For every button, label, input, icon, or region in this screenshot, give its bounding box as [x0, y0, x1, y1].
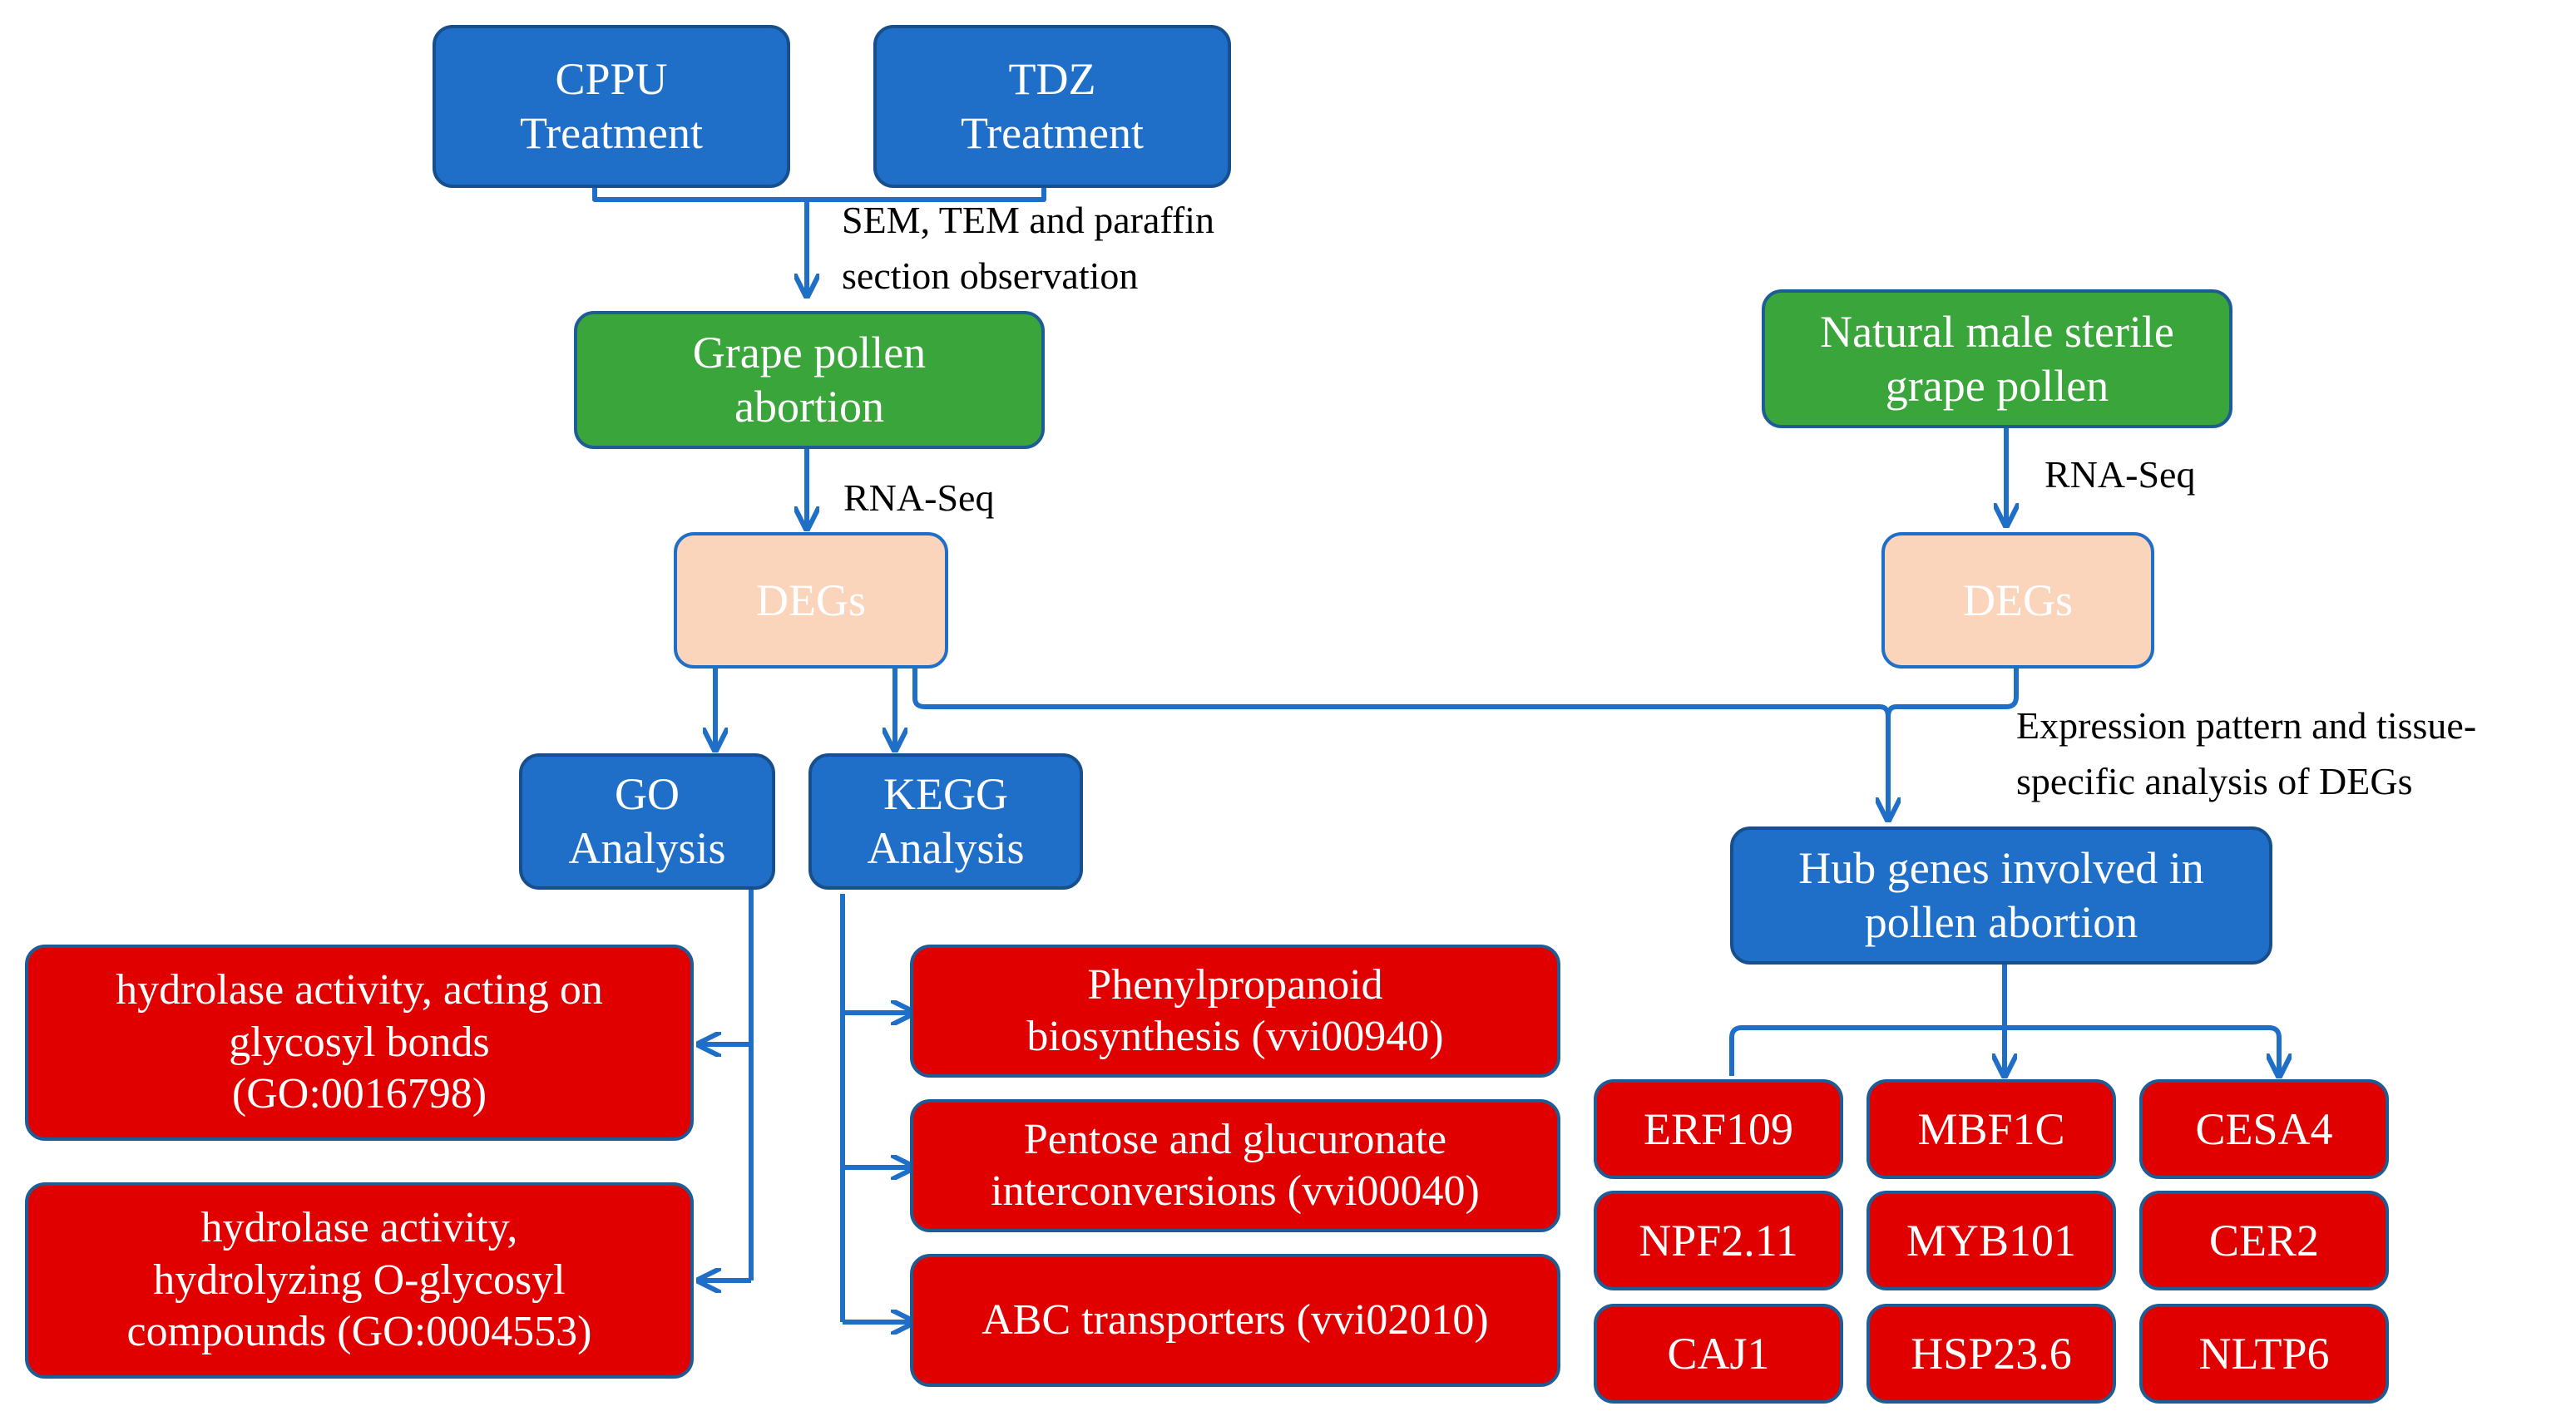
connector-degs-merge [912, 669, 2019, 719]
hub-genes-box: Hub genes involved in pollen abortion [1730, 826, 2272, 965]
go-term-hydrolase-o-glycosyl: hydrolase activity, hydrolyzing O-glycos… [25, 1182, 694, 1379]
go-term-hydrolase-glycosyl-bonds: hydrolase activity, acting on glycosyl b… [25, 945, 694, 1141]
natural-male-sterile-box: Natural male sterile grape pollen [1762, 289, 2232, 428]
kegg-analysis-box: KEGG Analysis [808, 753, 1083, 890]
gene-myb101: MYB101 [1866, 1191, 2116, 1290]
expression-pattern-label: Expression pattern and tissue- specific … [2016, 704, 2477, 802]
gene-nltp6: NLTP6 [2139, 1304, 2389, 1404]
gene-cer2: CER2 [2139, 1191, 2389, 1290]
kegg-term-phenylpropanoid: Phenylpropanoid biosynthesis (vvi00940) [910, 945, 1560, 1078]
rna-seq-right-label: RNA-Seq [2044, 453, 2196, 496]
rna-seq-left-label: RNA-Seq [843, 476, 995, 519]
gene-npf2-11: NPF2.11 [1594, 1191, 1843, 1290]
go-analysis-box: GO Analysis [519, 753, 775, 890]
kegg-term-pentose-glucuronate: Pentose and glucuronate interconversions… [910, 1099, 1560, 1232]
arrow-to-gene-column-left [1729, 1025, 2279, 1076]
gene-erf109: ERF109 [1594, 1079, 1843, 1179]
gene-mbf1c: MBF1C [1866, 1079, 2116, 1179]
cppu-treatment-box: CPPU Treatment [433, 25, 790, 188]
gene-cesa4: CESA4 [2139, 1079, 2389, 1179]
kegg-term-abc-transporters: ABC transporters (vvi02010) [910, 1254, 1560, 1387]
gene-hsp23-6: HSP23.6 [1866, 1304, 2116, 1404]
degs-left-box: DEGs [674, 532, 948, 669]
grape-pollen-abortion-box: Grape pollen abortion [574, 311, 1045, 449]
connector-treatments-merge [592, 188, 1046, 202]
observation-label: SEM, TEM and paraffin section observatio… [842, 199, 1215, 297]
tdz-treatment-box: TDZ Treatment [873, 25, 1231, 188]
degs-right-box: DEGs [1881, 532, 2154, 669]
gene-caj1: CAJ1 [1594, 1304, 1843, 1404]
